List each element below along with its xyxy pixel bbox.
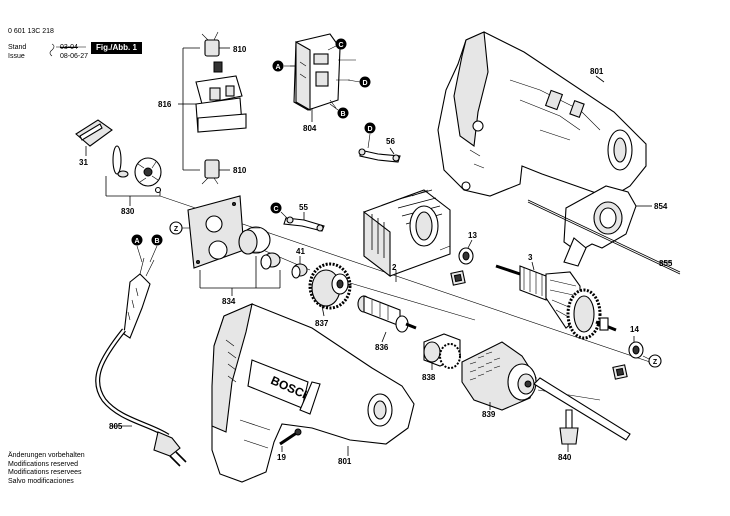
part-label: 55 [299,203,308,212]
power-cord-805 [95,257,187,467]
part-label: 840 [558,453,572,462]
part-label: 14 [630,325,639,334]
part-label: 56 [386,137,395,146]
gear-837 [308,262,352,317]
part-label: 839 [482,410,496,419]
part-label: 41 [296,247,305,256]
part-label: 816 [158,100,172,109]
spindle-836 [357,295,417,343]
part-label: 19 [277,453,286,462]
part-label: 830 [121,207,135,216]
marker-label: A [275,64,280,71]
marker-d: D [364,122,376,134]
cable-56 [358,147,401,163]
marker-label: Z [174,226,179,233]
figure-label: Fig./Abb. 1 [91,42,142,54]
marker-label: C [273,206,278,213]
chuck-839 [461,341,537,411]
marker-label: D [367,126,372,133]
part-label: 805 [109,422,123,431]
part-label: 837 [315,319,329,328]
footer-notes: Änderungen vorbehalten Modifications res… [8,452,85,486]
document-number: 0 601 13C 218 [8,28,54,35]
housing-801-lower: BOSCH [211,303,415,483]
marker-a: A [131,234,143,246]
part-label: 801 [590,67,604,76]
marker-z: Z [169,221,183,235]
part-label: 834 [222,297,236,306]
stand-value: 03-04 [60,44,78,51]
part-label: 836 [375,343,389,352]
armature-3 [495,261,617,340]
gear-plate-group-834 [187,195,281,296]
chuck-key-840 [533,377,631,452]
marker-b: B [337,107,349,119]
footer-line: Modifications reservees [8,469,82,477]
part-label: 838 [422,373,436,382]
bearing-13 [450,239,474,286]
part-label: 13 [468,231,477,240]
footer-line: Salvo modificaciones [8,477,74,485]
coupling-838 [423,333,461,370]
marker-label: Z [653,359,658,366]
issue-value: 08-06-27 [60,53,89,60]
part-label: 854 [654,202,668,211]
marker-a: A [272,60,284,72]
marker-label: B [340,111,345,118]
footer-line: Modifications reserved [8,460,79,468]
marker-z: Z [648,354,662,368]
part-label: 3 [528,253,533,262]
marker-c: C [270,202,282,214]
clip-31 [75,119,113,156]
bearing-14 [612,336,644,380]
stand-label: Stand [8,44,27,51]
part-label: 810 [233,166,247,175]
footer-line: Änderungen vorbehalten [8,452,85,459]
part-label: 801 [338,457,352,466]
marker-b: B [151,234,163,246]
cable-55 [283,212,325,232]
housing-801-upper [437,31,647,199]
marker-d: D [359,76,371,88]
issue-label: Issue [8,53,25,60]
part-label: 31 [79,158,88,167]
marker-c: C [335,38,347,50]
part-label: 2 [392,263,397,272]
marker-label: A [134,238,139,245]
marker-label: B [154,238,159,245]
marker-label: C [338,42,343,49]
part-label: 855 [659,259,673,268]
brush-holder-group-816 [178,31,247,185]
marker-label: D [362,80,367,87]
part-label: 810 [233,45,247,54]
rotating-ring-830 [105,145,162,206]
aux-handle-854 [527,185,681,275]
part-label: 804 [303,124,317,133]
needle-bearing-41 [291,256,308,279]
field-coil-2 [363,189,451,282]
switch-804 [290,33,356,122]
screw-19 [279,428,302,452]
